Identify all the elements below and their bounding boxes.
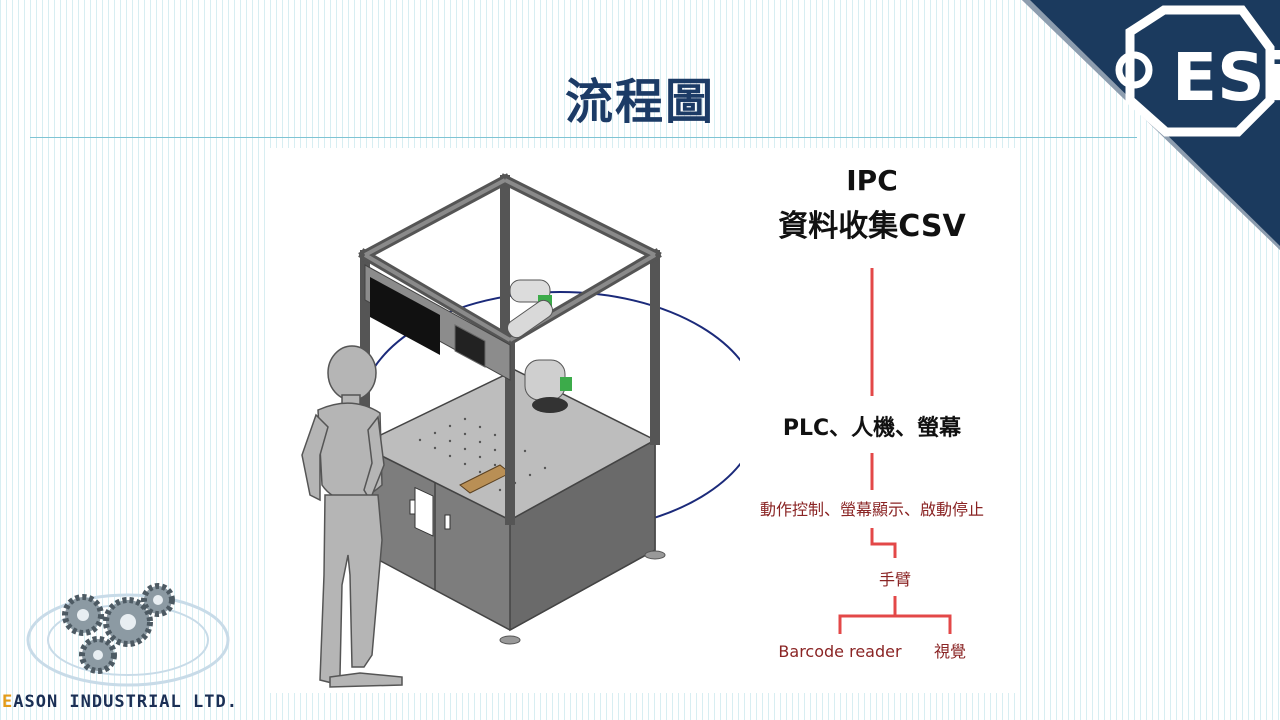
connector-3 <box>870 528 897 558</box>
node-ipc: IPC <box>846 164 898 197</box>
connector-4 <box>838 596 897 634</box>
connector-5 <box>895 614 952 634</box>
robot-arm <box>507 279 572 413</box>
human-figure <box>301 345 403 688</box>
company-initial: E <box>2 692 14 712</box>
slide-title: 流程圖 <box>564 74 715 130</box>
node-plc-description: 動作控制、螢幕顯示、啟動停止 <box>760 500 984 519</box>
company-name: EASON INDUSTRIAL LTD. <box>2 692 238 712</box>
node-ipc-csv: 資料收集CSV <box>778 209 966 244</box>
node-robot-arm: 手臂 <box>879 570 911 589</box>
node-vision: 視覺 <box>934 642 966 661</box>
title-divider <box>30 137 1137 138</box>
node-barcode-reader: Barcode reader <box>778 642 902 661</box>
node-plc-hmi: PLC、人機、螢幕 <box>783 416 962 441</box>
machine-illustration <box>301 173 740 688</box>
hex-nut-icon <box>1115 5 1275 137</box>
logo-text: ESi <box>1172 39 1280 116</box>
company-rest: ASON INDUSTRIAL LTD. <box>13 692 238 712</box>
esi-logo: ESi <box>1022 0 1280 250</box>
flow-diagram: IPC 資料收集CSV PLC、人機、螢幕 動作控制、螢幕顯示、啟動停止 手臂 … <box>760 164 984 661</box>
gears-icon <box>26 583 230 687</box>
